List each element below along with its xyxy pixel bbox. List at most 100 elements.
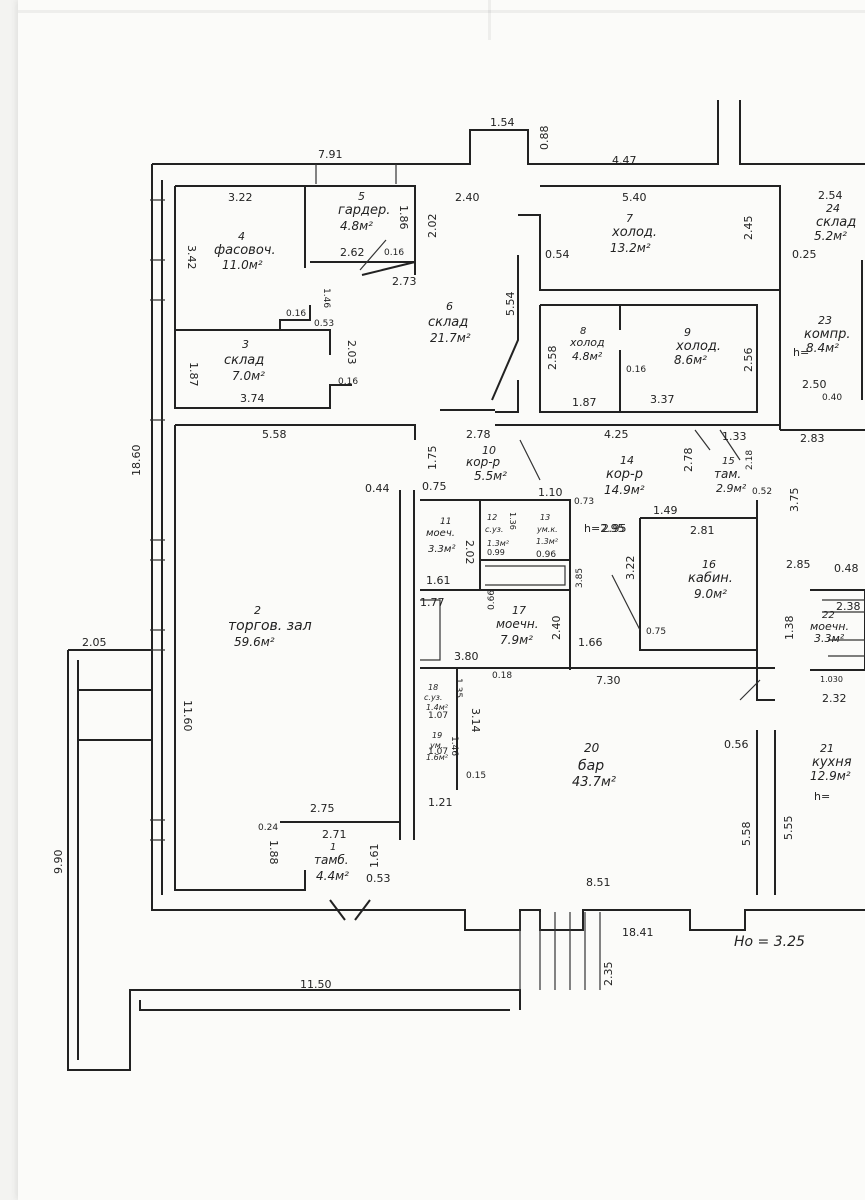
dimension: 2.40: [455, 191, 480, 204]
room-name: кабин.: [688, 571, 733, 586]
room-name: тамб.: [314, 853, 349, 867]
room-number: 11: [440, 517, 451, 527]
dimension: 0.96: [536, 550, 556, 560]
room-name: моечн.: [810, 620, 849, 633]
dimension: 0.99: [487, 548, 505, 557]
dimension: 9.90: [52, 850, 65, 875]
dimension: 18.41: [622, 926, 654, 939]
dimension: 0.88: [538, 126, 551, 151]
room-name: склад: [428, 315, 468, 330]
room-number: 22: [822, 610, 835, 621]
dimension: 3.22: [624, 556, 637, 581]
room-number: 5: [358, 190, 365, 203]
dimension: 0.15: [466, 771, 486, 781]
dimension: 18.60: [130, 445, 143, 477]
dimension: 0.53: [366, 872, 391, 885]
room-area: 7.9м²: [500, 633, 533, 647]
dimension: 0.16: [338, 377, 358, 387]
dimension: 2.54: [818, 189, 843, 202]
room-name: кухня: [812, 755, 852, 770]
room-labels: 4 фасовоч. 11.0м² 5 гардер. 4.8м² 7 холо…: [214, 190, 856, 950]
dimension: 2.02: [426, 214, 439, 239]
dimension: 1.66: [578, 636, 603, 649]
room-name: холод.: [675, 339, 721, 354]
dimension: 3.22: [228, 191, 253, 204]
dimension: 2.85: [786, 558, 811, 571]
room-area: 1.4м²: [426, 703, 449, 712]
room-number: 19: [432, 731, 442, 740]
dimension: 1.38: [783, 616, 796, 641]
dimension: 3.80: [454, 650, 479, 663]
dimension: 2.35: [602, 962, 615, 987]
room-area: 5.5м²: [474, 469, 507, 483]
dimension: 3.42: [185, 245, 198, 270]
dimension: 0.53: [314, 319, 334, 329]
dimension: 2.83: [800, 432, 825, 445]
room-area: 4.8м²: [340, 219, 373, 233]
dimension: 1.54: [490, 116, 515, 129]
dimension: 0.48: [834, 562, 859, 575]
room-area: 11.0м²: [222, 258, 263, 272]
room-area: 3.3м²: [428, 544, 455, 555]
room-name: склад: [224, 353, 264, 368]
dimension: 2.40: [550, 616, 563, 641]
dimension: 1.87: [187, 362, 200, 387]
dimension: 1.87: [572, 396, 597, 409]
room-area: 4.8м²: [572, 350, 603, 363]
dimension: h=: [814, 790, 830, 803]
dimension: 4.25: [604, 428, 629, 441]
room-name: торгов. зал: [228, 618, 312, 634]
room-number: 12: [487, 513, 497, 522]
dimension: 5.58: [262, 428, 287, 441]
dimension: 3.75: [788, 488, 801, 513]
room-number: 6: [446, 300, 453, 313]
room-number: 7: [626, 212, 633, 225]
dimension: 2.45: [742, 216, 755, 241]
dimension: 2.95: [602, 522, 627, 535]
room-name: кор-р: [466, 455, 501, 469]
room-name: холод.: [611, 225, 657, 240]
room-area: 13.2м²: [610, 241, 651, 255]
dimension: 5.40: [622, 191, 647, 204]
dimension: 2.02: [463, 540, 476, 565]
dimension: 0.16: [626, 365, 646, 375]
room-area: 43.7м²: [572, 775, 616, 790]
room-area: 3.3м²: [814, 632, 845, 645]
dimension: 1.61: [426, 574, 451, 587]
dimension: 0.75: [422, 480, 447, 493]
dimension: 1.07: [428, 747, 448, 757]
room-area: 14.9м²: [604, 483, 645, 497]
paper-fold: [488, 0, 491, 40]
dimension: 0.40: [822, 393, 842, 403]
dimension: 7.30: [596, 674, 621, 687]
dimension: 0.25: [792, 248, 817, 261]
room-name: там.: [714, 467, 741, 481]
room-area: 8.6м²: [674, 353, 707, 367]
dimension: 1.07: [428, 711, 448, 721]
dimension: 2.78: [466, 428, 491, 441]
dimension: 1.33: [722, 430, 747, 443]
dimension: h=2.95: [584, 522, 625, 535]
dimension: 2.81: [690, 524, 715, 537]
dimension: 8.51: [586, 876, 611, 889]
dimension: 2.05: [82, 636, 107, 649]
dimension: 3.85: [575, 568, 585, 588]
room-name: кор-р: [606, 467, 643, 482]
room-name: фасовоч.: [214, 243, 276, 258]
dimension: 2.38: [836, 600, 861, 613]
room-number: 24: [826, 202, 840, 215]
dimension: 2.50: [802, 378, 827, 391]
room-name: склад: [816, 215, 856, 230]
dimension: 1.75: [426, 446, 439, 471]
dimension: 1.61: [368, 844, 381, 869]
room-number: 13: [540, 513, 550, 522]
dimension: h=: [793, 346, 809, 359]
dimension: 1.77: [420, 596, 445, 609]
room-name: компр.: [804, 327, 851, 342]
dimension: 0.16: [286, 309, 306, 319]
dimension: 1.88: [267, 840, 280, 865]
dimensions: 1.54 0.88 7.91 4.47 3.22 2.40 5.40 2.54 …: [52, 116, 861, 991]
room-name: гардер.: [338, 203, 390, 218]
dimension: 2.73: [392, 275, 417, 288]
dimension: 7.91: [318, 148, 343, 161]
